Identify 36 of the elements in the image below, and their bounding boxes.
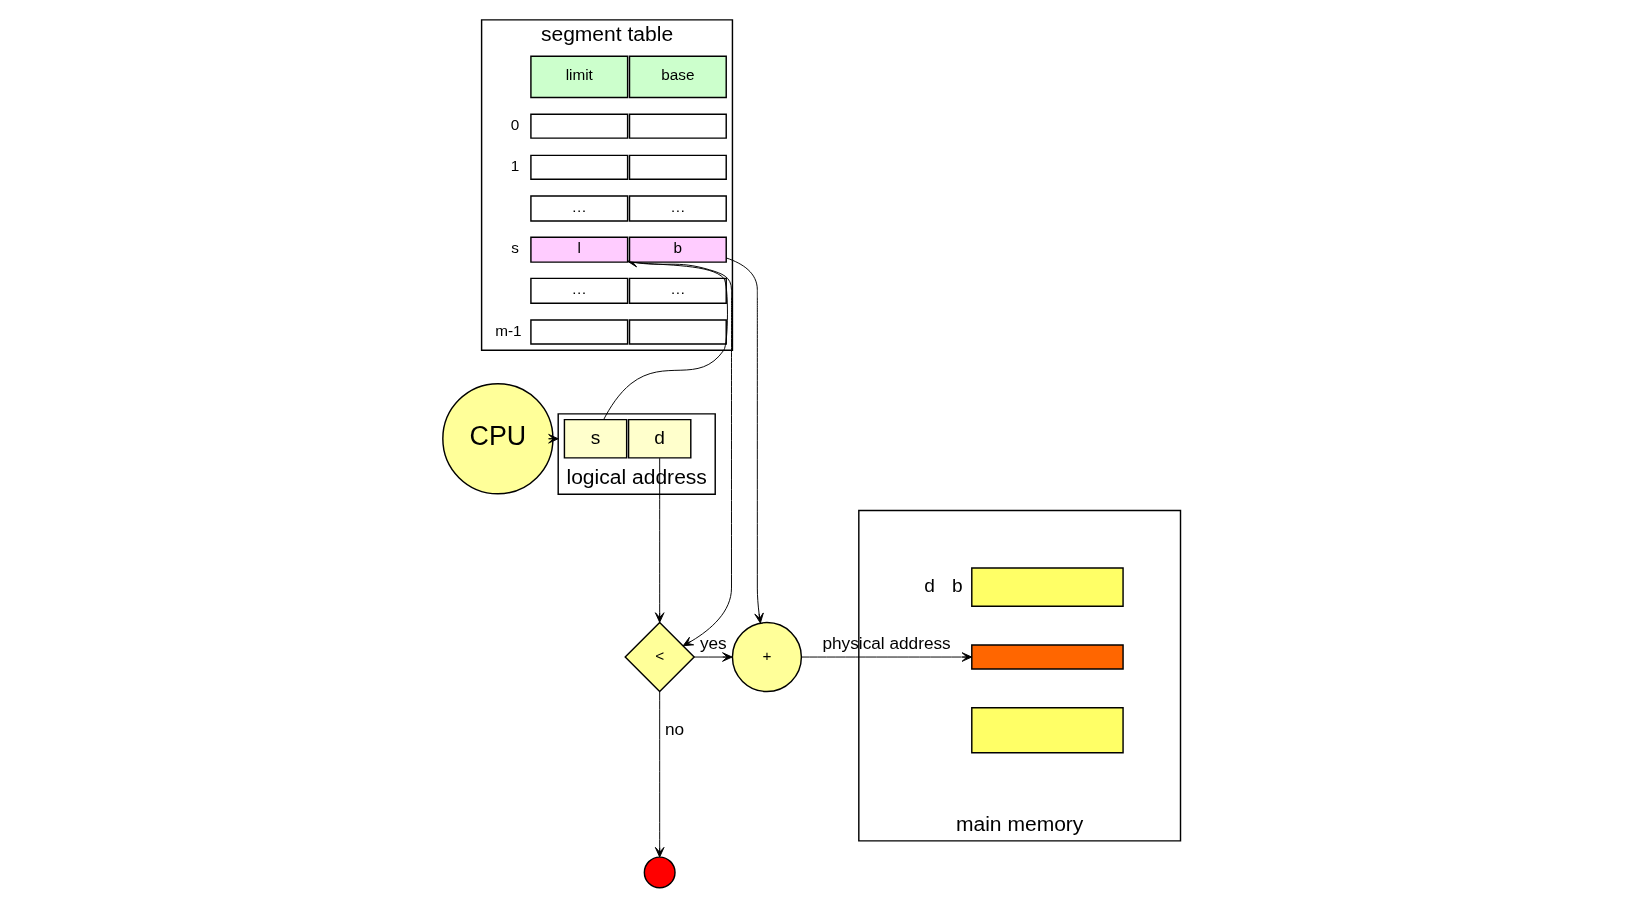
label: 0: [510, 115, 520, 133]
label: b: [952, 574, 963, 596]
node-box: [971, 644, 1124, 670]
arrow: [725, 257, 764, 624]
node-box: …: [530, 277, 629, 304]
label: d: [924, 574, 935, 596]
node-box: d: [627, 418, 692, 459]
arrow: [654, 691, 665, 858]
node-box: [628, 154, 727, 180]
node-box: b: [628, 236, 727, 263]
arrow: [548, 433, 559, 444]
node-box: s: [563, 418, 628, 459]
node-box: …: [628, 277, 727, 304]
node-box: [971, 707, 1124, 754]
node-box: [628, 113, 727, 139]
node-box: limit: [530, 55, 629, 99]
node-box: base: [628, 55, 727, 99]
node-box: …: [530, 195, 629, 222]
node-box: …: [628, 195, 727, 222]
arrow: [801, 652, 973, 662]
edge-label: no: [664, 718, 685, 739]
label: m-1: [495, 321, 522, 339]
label: s: [511, 239, 519, 257]
node-box: l: [530, 236, 629, 263]
node-circle: [643, 856, 676, 889]
node-box: [530, 154, 629, 180]
node-box: [530, 319, 629, 345]
arrow: [627, 260, 732, 647]
edge-label: yes: [699, 632, 727, 653]
node-box: [628, 319, 727, 345]
arrow: [654, 457, 665, 623]
node-box: [971, 567, 1124, 607]
node-box: [530, 113, 629, 139]
label: 1: [510, 156, 520, 174]
node-circle: +: [731, 621, 803, 693]
arrow: [693, 652, 733, 662]
